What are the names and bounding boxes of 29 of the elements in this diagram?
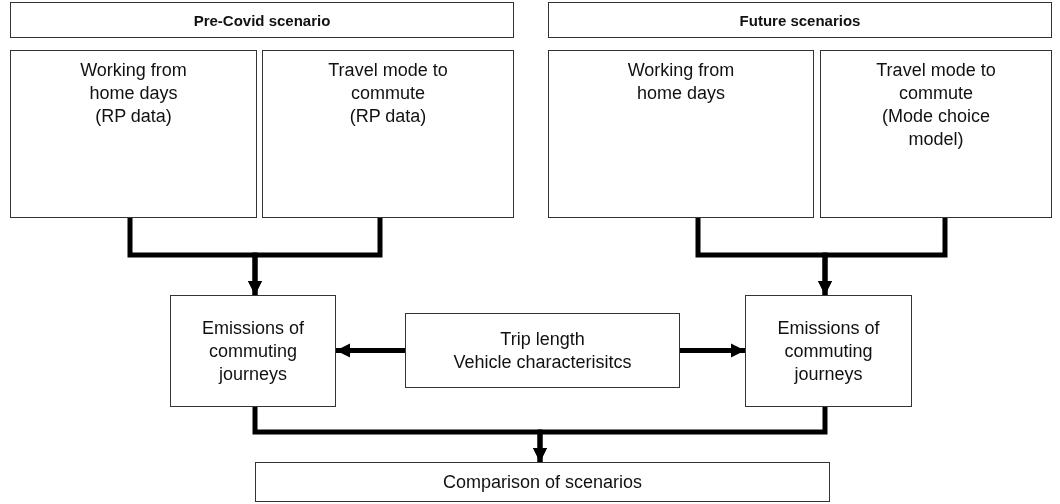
process-box (255, 462, 830, 502)
header-box (10, 2, 514, 38)
process-box (10, 50, 257, 218)
box-text: (RP data) (95, 105, 172, 128)
box-text: Working from home days (626, 59, 736, 105)
header-box (548, 2, 1052, 38)
process-box (745, 295, 912, 407)
box-text: Comparison of scenarios (442, 470, 643, 494)
box-text: Future scenarios (739, 10, 861, 31)
process-box (170, 295, 336, 407)
box-text: (Mode choice model) (880, 105, 992, 151)
box-text: Travel mode to commute (327, 59, 449, 105)
arrow (248, 218, 383, 295)
box-text: Emissions of commuting journeys (200, 316, 305, 386)
process-box (262, 50, 514, 218)
arrow (336, 343, 405, 358)
box-text: Pre-Covid scenario (193, 10, 331, 31)
box-text: Emissions of commuting journeys (776, 316, 881, 386)
box-text: Travel mode to commute (875, 59, 997, 105)
box-text: Trip length (500, 327, 585, 351)
arrow (818, 218, 948, 295)
box-text: Working from home days (79, 59, 188, 105)
process-box (548, 50, 814, 218)
process-box (820, 50, 1052, 218)
process-box (405, 313, 680, 388)
box-text: (RP data) (349, 105, 427, 128)
arrow (533, 407, 828, 462)
box-text: Vehicle characterisitcs (453, 350, 632, 374)
arrow (680, 343, 745, 358)
